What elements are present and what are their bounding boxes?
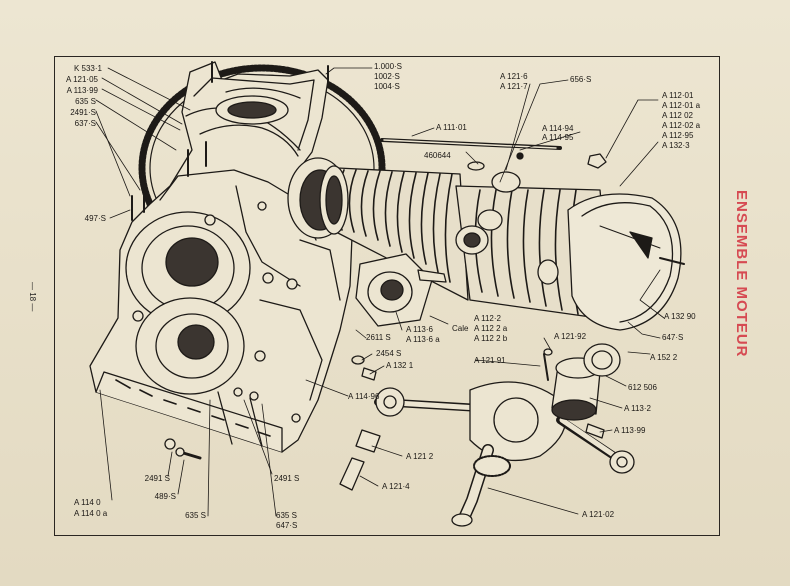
label-a1323: A 132·3 (662, 141, 690, 150)
label-k5331: K 533·1 (73, 64, 102, 73)
label-a1122a: A 112 2 a (474, 324, 508, 333)
label-489s: 489·S (154, 492, 176, 501)
piston (543, 343, 621, 439)
label-a13290: A 132 90 (664, 312, 696, 321)
label-a1522: A 152 2 (650, 353, 678, 362)
page-number: — 18 — (28, 282, 37, 312)
diagram-frame (54, 56, 720, 536)
label-a11201: A 112·01 (662, 91, 694, 100)
label-a1216: A 121·6 (500, 72, 528, 81)
label-a11495: A 114·95 (542, 133, 574, 142)
label-a12102: A 121·02 (582, 510, 615, 519)
label-a11101: A 111·01 (436, 123, 467, 132)
label-2454s: 2454 S (376, 349, 402, 358)
label-a11295: A 112·95 (662, 131, 694, 140)
label-cale: Cale (452, 324, 469, 333)
label-460644: 460644 (424, 151, 451, 160)
label-a11201a: A 112·01 a (662, 101, 701, 110)
wrist-pins (339, 429, 381, 491)
label-a11399: A 113·99 (66, 86, 98, 95)
leader-lines (95, 67, 665, 517)
section-title: ENSEMBLE MOTEUR (733, 190, 750, 358)
label-637s: 637·S (74, 119, 96, 128)
label-2491s-mid: 2491 S (144, 474, 170, 483)
cylinder-barrel (319, 165, 469, 301)
label-a1212: A 121 2 (406, 452, 434, 461)
label-a1122: A 112·2 (474, 314, 501, 323)
head-bolt (587, 153, 607, 169)
label-a11399-low: A 113·99 (614, 426, 646, 435)
small-fittings (351, 355, 377, 381)
label-a1136a: A 113·6 a (406, 335, 440, 344)
label-a1217: A 121·7 (500, 82, 528, 91)
label-a1132: A 113·2 (624, 404, 651, 413)
label-497s: 497·S (84, 214, 106, 223)
label-1000s: 1.000·S (374, 62, 403, 71)
label-a1140a: A 114 0 a (74, 509, 108, 518)
label-635s-low: 635 S (185, 511, 206, 520)
label-a11202a: A 112·02 a (662, 121, 701, 130)
label-a12192: A 121·92 (554, 332, 587, 341)
label-2491s-low: 2491 S (274, 474, 300, 483)
label-a11496: A 114·96 (348, 392, 380, 401)
flange (355, 253, 447, 327)
label-a12105: A 121·05 (65, 75, 98, 84)
label-612506: 612 506 (628, 383, 657, 392)
label-635s: 635 S (75, 97, 96, 106)
label-1004s: 1004·S (374, 82, 400, 91)
head-cover (567, 193, 685, 331)
label-647s-right: 647·S (662, 333, 684, 342)
loose-bolts (164, 438, 202, 460)
label-a1122b: A 112 2 b (474, 334, 508, 343)
label-2611s: 2611 S (366, 333, 391, 342)
label-a1214: A 121·4 (382, 482, 410, 491)
label-a11202: A 112 02 (662, 111, 693, 120)
label-a11494: A 114·94 (542, 124, 574, 133)
label-a1140: A 114 0 (74, 498, 101, 507)
crankshaft (374, 381, 635, 527)
label-635s-b: 635 S (276, 511, 297, 520)
label-2491s-top: 2491·S (70, 108, 96, 117)
label-a1136: A 113·6 (406, 325, 433, 334)
label-656s: 656·S (570, 75, 592, 84)
crankcase-studs (131, 61, 329, 423)
label-1002s: 1002·S (374, 72, 400, 81)
label-a12191: A 121 91 (474, 356, 506, 365)
tie-rod (380, 138, 562, 171)
label-a1321: A 132 1 (386, 361, 414, 370)
label-647s-b: 647·S (276, 521, 298, 530)
